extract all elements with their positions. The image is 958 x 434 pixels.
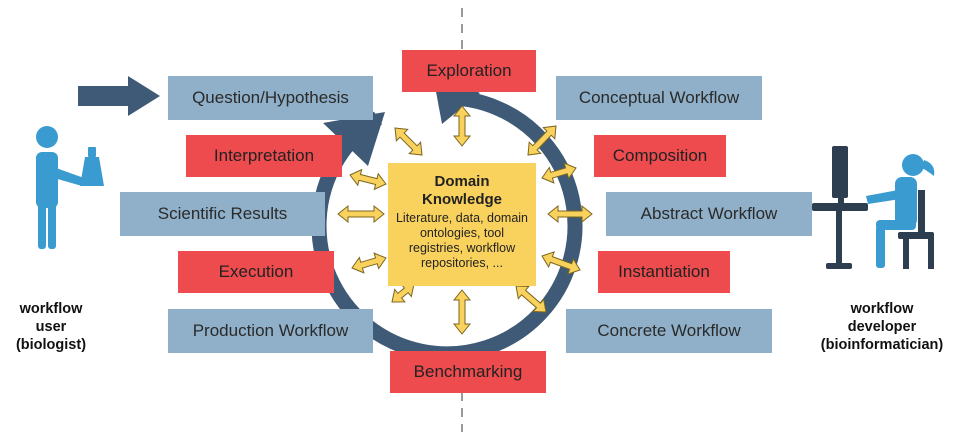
user-label-line3: (biologist) (15, 337, 87, 353)
cycle-arrowhead-left (323, 112, 385, 166)
developer-label-line3: (bioinformatician) (820, 337, 944, 353)
double-arrow-1 (452, 105, 472, 147)
instantiation-box: Instantiation (598, 251, 730, 293)
developer-label-line2: developer (847, 319, 917, 335)
composition-box: Composition (594, 135, 726, 177)
domain-knowledge-box: Domain Knowledge Literature, data, domai… (388, 163, 536, 286)
user-label-line1: workflow (19, 301, 83, 317)
workflow-user-label: workflow user (biologist) (10, 300, 92, 354)
abstract-workflow-box: Abstract Workflow (606, 192, 812, 236)
workflow-developer-figure (812, 146, 935, 269)
interpretation-label: Interpretation (213, 146, 315, 165)
composition-label: Composition (612, 146, 708, 165)
double-arrow-9 (351, 252, 387, 274)
domain-title-line1: Domain (434, 173, 490, 190)
double-arrow-3 (394, 127, 423, 156)
computer-monitor-icon (832, 146, 848, 206)
conceptual-workflow-box: Conceptual Workflow (556, 76, 762, 120)
double-arrow-7 (349, 168, 387, 191)
question-hypothesis-label: Question/Hypothesis (192, 88, 349, 107)
production-workflow-label: Production Workflow (192, 321, 349, 340)
double-arrow-5 (337, 204, 385, 224)
desk (812, 203, 868, 269)
execution-box: Execution (178, 251, 334, 293)
developer-label-line1: workflow (850, 301, 914, 317)
exploration-label: Exploration (426, 61, 512, 80)
production-workflow-box: Production Workflow (168, 309, 373, 353)
workflow-developer-label: workflow developer (bioinformatician) (812, 300, 952, 354)
instantiation-label: Instantiation (618, 262, 710, 281)
question-hypothesis-box: Question/Hypothesis (168, 76, 373, 120)
domain-title-line2: Knowledge (421, 191, 502, 208)
user-label-line2: user (35, 319, 67, 335)
flask-icon (80, 147, 104, 186)
double-arrow-12 (515, 285, 547, 313)
double-arrow-4 (527, 125, 557, 156)
scientific-results-label: Scientific Results (157, 204, 288, 223)
exploration-box: Exploration (402, 50, 536, 92)
benchmarking-box: Benchmarking (390, 351, 546, 393)
concrete-workflow-label: Concrete Workflow (597, 321, 741, 340)
entry-arrow (78, 76, 160, 116)
double-arrow-8 (541, 162, 577, 184)
execution-label: Execution (218, 262, 294, 281)
domain-knowledge-title: Domain Knowledge (422, 173, 502, 209)
abstract-workflow-label: Abstract Workflow (640, 204, 778, 223)
benchmarking-label: Benchmarking (413, 362, 523, 381)
conceptual-workflow-label: Conceptual Workflow (578, 88, 740, 107)
domain-knowledge-body: Literature, data, domain ontologies, too… (395, 211, 529, 270)
concrete-workflow-box: Concrete Workflow (566, 309, 772, 353)
double-arrow-10 (541, 251, 581, 275)
double-arrow-spokes (337, 105, 593, 335)
double-arrow-2 (452, 289, 472, 335)
interpretation-box: Interpretation (186, 135, 342, 177)
double-arrow-6 (547, 204, 593, 224)
scientific-results-box: Scientific Results (120, 192, 325, 236)
chair (898, 190, 934, 269)
workflow-user-figure (36, 126, 104, 249)
